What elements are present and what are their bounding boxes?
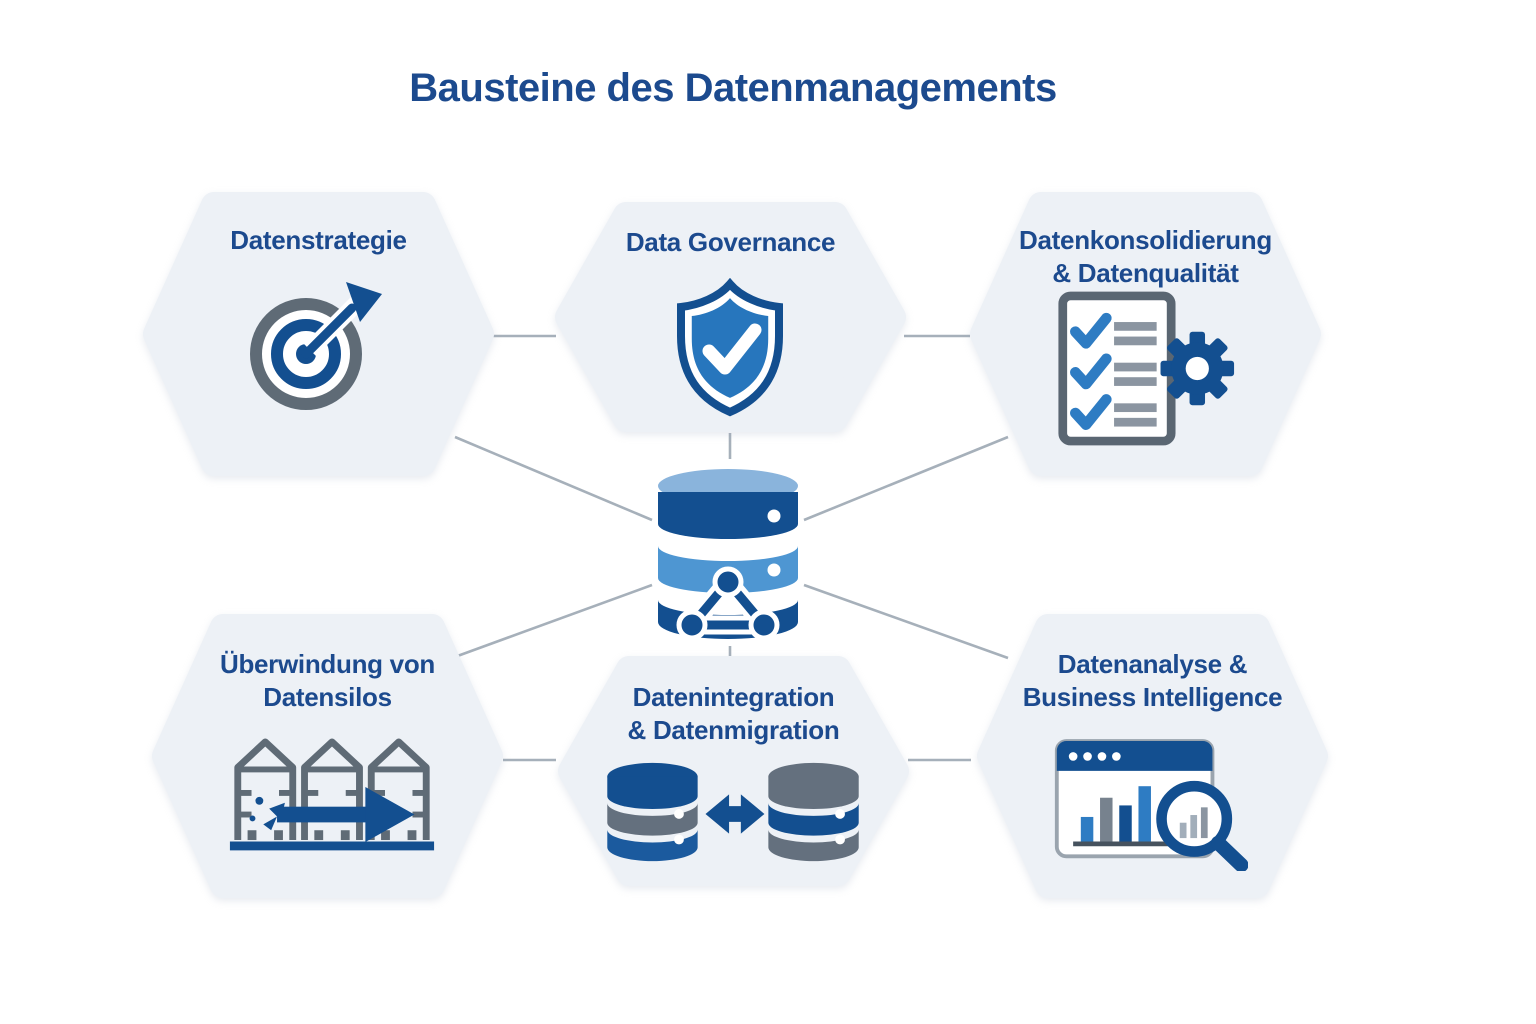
- database-cylinder: [658, 469, 798, 639]
- label-line-1: Datenkonsolidierung: [1019, 225, 1272, 255]
- check-mark: [702, 323, 762, 375]
- gear-icon: [1160, 331, 1235, 406]
- bar-chart: [1073, 786, 1197, 847]
- hexagon-label: Data Governance: [552, 226, 909, 259]
- hexagon-datensilos: Überwindung von Datensilos: [149, 612, 506, 900]
- hexagon-label: Datenstrategie: [140, 224, 497, 257]
- target-arrow-icon: [250, 282, 382, 410]
- network-node-icon: [676, 566, 780, 641]
- label-line-1: Datenanalyse &: [1057, 649, 1248, 679]
- hexagon-datenintegration: Datenintegration & Datenmigration: [555, 654, 912, 888]
- hexagon-data-governance: Data Governance: [552, 200, 909, 434]
- magnifier-icon: [1156, 780, 1248, 871]
- label-line-2: & Datenqualität: [1052, 258, 1239, 288]
- label-line-1: Datenstrategie: [230, 225, 407, 255]
- label-line-2: Business Intelligence: [1022, 682, 1283, 712]
- hexagon-shape: [152, 614, 503, 898]
- checklist-rows: [1070, 312, 1157, 430]
- hexagon-label: Datenanalyse & Business Intelligence: [974, 648, 1331, 714]
- label-line-2: & Datenmigration: [627, 715, 840, 745]
- hexagon-datenanalyse: Datenanalyse & Business Intelligence: [974, 612, 1331, 900]
- hexagon-datenstrategie: Datenstrategie: [140, 190, 497, 478]
- shield-check-icon: [677, 278, 783, 417]
- database-sync-icon: [607, 762, 859, 862]
- connector-bottomleft-center: [451, 583, 653, 660]
- label-line-1: Datenintegration: [632, 682, 835, 712]
- hexagon-label: Datenkonsolidierung & Datenqualität: [967, 224, 1324, 290]
- connector-bottomright-center: [803, 583, 1009, 660]
- checklist-gear-icon: [1058, 291, 1235, 446]
- database-left: [607, 762, 698, 862]
- titlebar-dots: [1068, 752, 1121, 761]
- shield-fill: [691, 298, 769, 398]
- page-title: Bausteine des Datenmanagements: [409, 66, 1057, 110]
- hexagon-label: Überwindung von Datensilos: [149, 648, 506, 714]
- browser-titlebar: [1056, 741, 1213, 771]
- silos-arrow-icon: [229, 738, 435, 851]
- hexagon-datenkonsolidierung: Datenkonsolidierung & Datenqualität: [967, 190, 1324, 478]
- hexagon-label: Datenintegration & Datenmigration: [555, 681, 912, 747]
- connector-topleft-center: [454, 435, 653, 522]
- arrow-shaft: [301, 303, 357, 359]
- label-line-1: Überwindung von: [219, 649, 436, 679]
- arrow-fletching: [346, 282, 382, 322]
- label-line-2: Datensilos: [263, 682, 392, 712]
- database-network-icon: [658, 469, 798, 641]
- silo-feet: [247, 830, 417, 841]
- double-arrow-icon: [705, 794, 765, 834]
- connector-topright-center: [803, 435, 1009, 522]
- database-right: [768, 762, 859, 862]
- chart-magnifier-icon: [1054, 739, 1248, 871]
- label-line-1: Data Governance: [625, 227, 836, 257]
